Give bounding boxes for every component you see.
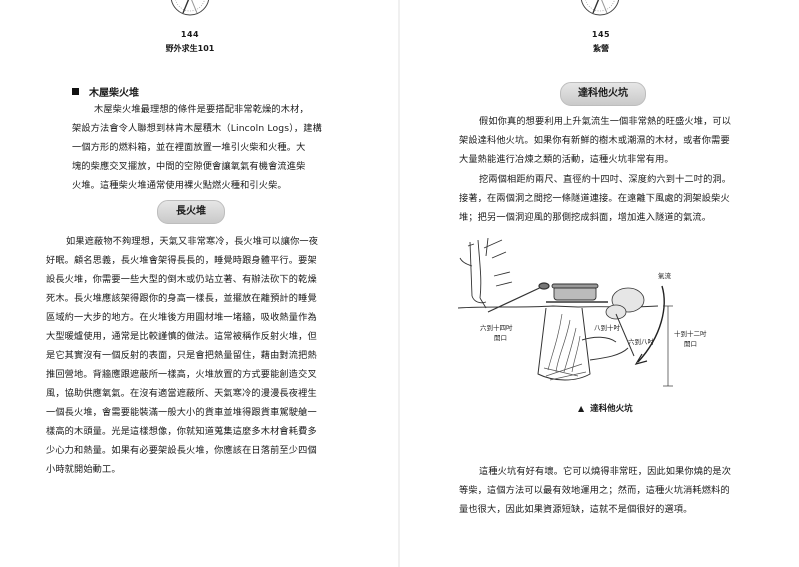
text-line: 這種火坑有好有壞。它可以燒得非常旺，因此如果你燒的是次	[479, 466, 732, 477]
paragraph-dakota-dig: 挖兩個相距約兩尺、直徑約十四吋、深度約六到十二吋的洞。 接著，在兩個洞之間挖一條…	[459, 170, 759, 227]
paragraph-dakota-intro: 假如你真的想要利用上升氣流生一個非常熱的旺盛火堆，可以 架設達科他火坑。如果你有…	[459, 112, 759, 169]
compass-icon	[170, 0, 210, 18]
text-line: 好眠。顧名思義，長火堆會架得長長的，睡覺時跟身體平行。要架	[46, 255, 317, 266]
text-line: 架設達科他火坑。如果你有新鮮的樹木或潮濕的木材，或者你需要	[459, 135, 730, 146]
text-line: 如果遮蔽物不夠理想，天氣又非常寒冷，長火堆可以讓你一夜	[66, 236, 319, 247]
label-diameter-opening: 開口	[494, 334, 507, 342]
text-line: 區域約一大步的地方。在火堆後方用圓材堆一堵牆，吸收熱量作為	[46, 312, 317, 323]
section-heading-log-cabin: 木屋柴火堆	[72, 84, 139, 99]
flames	[543, 313, 587, 381]
text-line: 設長火堆，你需要一些大型的倒木或仍站立著、有辦法砍下的乾燥	[46, 274, 317, 285]
compass-icon	[580, 0, 620, 18]
text-line: 量也很大，因此如果資源短缺，這就不是個很好的選項。	[459, 504, 693, 515]
text-line: 樣高的木頭量。光是這樣想像，你就知道蒐集這麼多木材會耗費多	[46, 426, 317, 437]
text-line: 接著，在兩個洞之間挖一條隧道連接。在遠離下風處的洞架設柴火	[459, 193, 730, 204]
text-line: 小時就開始動工。	[46, 464, 121, 475]
text-line: 火堆。這種柴火堆通常使用裸火點燃火種和引火柴。	[72, 180, 287, 191]
label-depth-opening: 開口	[684, 340, 697, 348]
section-heading-long-fire: 長火堆	[157, 200, 225, 224]
text-line: 假如你真的想要利用上升氣流生一個非常熱的旺盛火堆，可以	[479, 116, 732, 127]
triangle-marker-icon: ▲	[578, 403, 585, 413]
book-gutter	[398, 0, 400, 567]
label-tunnel-length: 八到十吋	[594, 323, 621, 332]
running-header-chapter-title: 紮營	[593, 44, 609, 53]
text-line: 風，協助供應氧氣。在沒有適當遮蔽所、天氣寒冷的漫漫長夜裡生	[46, 388, 317, 399]
label-depth: 十到十二吋	[674, 329, 707, 338]
text-line: 堆；把另一個洞迎風的那側挖成斜面，增加進入隧道的氣流。	[459, 212, 712, 223]
text-line: 少心力和熱量。如果有必要架設長火堆，你應該在日落前至少四個	[46, 445, 317, 456]
caption-text: 達科他火坑	[590, 404, 633, 414]
text-line: 塊的柴應交叉擺放，中間的空隙便會讓氧氣有機會流進柴	[72, 161, 306, 172]
text-line: 一個長火堆，會需要能裝滿一般大小的貨車並堆得跟貨車駕駛艙一	[46, 407, 317, 418]
label-airflow: 氣流	[658, 271, 672, 280]
depth-dimension	[663, 305, 673, 387]
text-line: 挖兩個相距約兩尺、直徑約十四吋、深度約六到十二吋的洞。	[479, 174, 732, 185]
tree-illustration	[459, 237, 513, 309]
text-line: 一個方形的燃料箱，並在裡面放置一堆引火柴和火種。大	[72, 142, 306, 153]
paragraph-long-fire: 如果遮蔽物不夠理想，天氣又非常寒冷，長火堆可以讓你一夜 好眠。顧名思義，長火堆會…	[46, 232, 344, 479]
text-line: 是它其實沒有一個反射的表面，只是會把熱量留住，藉由對流把熱	[46, 350, 317, 361]
text-line: 等柴，這個方法可以最有效地運用之；然而，這種火坑消耗燃料的	[459, 485, 730, 496]
label-slope: 六到八吋	[628, 337, 655, 346]
page-number: 145	[591, 30, 611, 39]
section-heading-dakota-fire-pit: 達科他火坑	[560, 82, 646, 106]
figure-caption: ▲ 達科他火坑	[578, 402, 633, 415]
rock-pile	[605, 287, 645, 320]
text-line: 大型暖爐使用，通常是比較謹慎的做法。這常被稱作反射火堆，但	[46, 331, 317, 342]
section-heading-text: 木屋柴火堆	[89, 88, 139, 99]
running-header-book-title: 野外求生101	[165, 44, 215, 53]
text-line: 木屋柴火堆最理想的條件是要搭配非常乾燥的木材，	[94, 104, 309, 115]
text-line: 大量熱能進行冶煉之類的活動，這種火坑非常有用。	[459, 154, 674, 165]
airflow-arrow	[634, 285, 665, 365]
paragraph-log-cabin: 木屋柴火堆最理想的條件是要搭配非常乾燥的木材， 架設方法會令人聯想到林肯木屋積木…	[72, 100, 328, 195]
pot-on-grate	[546, 283, 608, 303]
left-page: 144 野外求生101 木屋柴火堆 木屋柴火堆最理想的條件是要搭配非常乾燥的木材…	[0, 0, 399, 567]
text-line: 架設方法會令人聯想到林肯木屋積木（Lincoln Logs），建構	[72, 123, 322, 134]
page-number: 144	[180, 30, 200, 39]
roasting-stick	[487, 282, 550, 313]
label-diameter: 六到十四吋	[480, 323, 513, 332]
fire-pit-hole	[537, 307, 635, 381]
text-line: 死木。長火堆應該架得跟你的身高一樣長，並擺放在離預計的睡覺	[46, 293, 317, 304]
dakota-fire-pit-diagram: 氣流 六到十四吋 開口 八到十吋 六到八吋 十到十二吋 開口	[457, 236, 718, 396]
text-line: 推回營地。背牆應跟遮蔽所一樣高，火堆放置的方式要能創造交叉	[46, 369, 317, 380]
paragraph-dakota-pros-cons: 這種火坑有好有壞。它可以燒得非常旺，因此如果你燒的是次 等柴，這個方法可以最有效…	[459, 462, 759, 519]
square-bullet-icon	[72, 88, 79, 95]
